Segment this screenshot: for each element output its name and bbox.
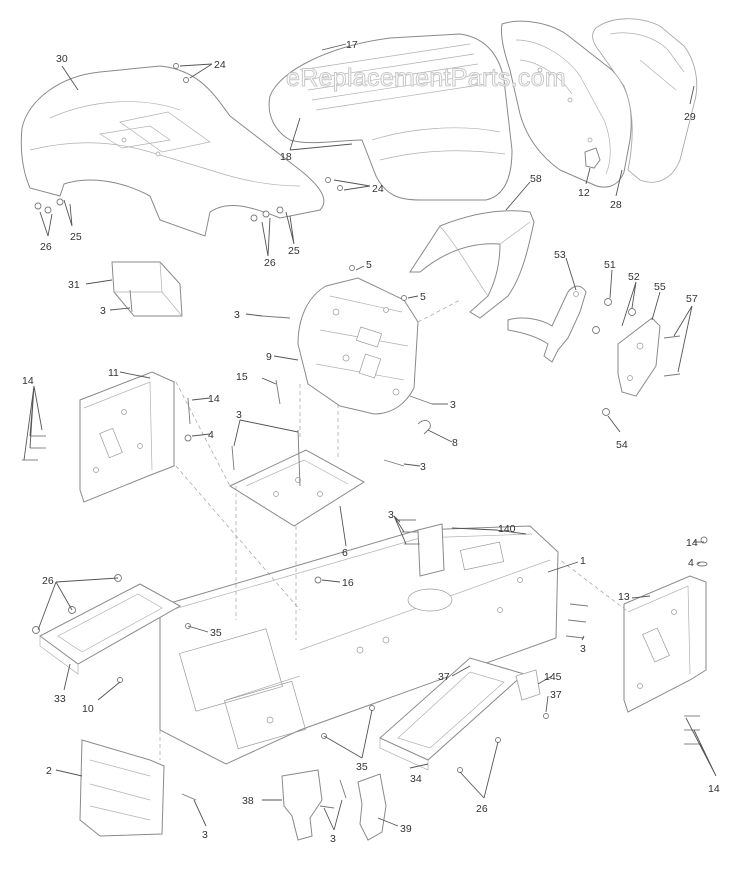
- part-right-panel-13: [623, 575, 707, 713]
- callout-24: 24: [372, 183, 384, 195]
- callout-3: 3: [234, 309, 240, 321]
- part-dash-panel-9: [297, 277, 419, 415]
- callout-33: 33: [54, 693, 66, 705]
- callout-31: 31: [68, 279, 80, 291]
- callout-37: 37: [438, 671, 450, 683]
- callout-15: 15: [236, 371, 248, 383]
- callout-26: 26: [42, 575, 54, 587]
- callout-labels: 30 24 17 18 24 29 12 28 26 25 26 25 58 5…: [22, 39, 720, 845]
- callout-5: 5: [420, 291, 426, 303]
- callout-4: 4: [208, 429, 214, 441]
- callout-14: 14: [208, 393, 220, 405]
- part-plate-140: [417, 523, 445, 577]
- part-hood-17: [268, 33, 513, 201]
- callout-13: 13: [618, 591, 630, 603]
- callout-35: 35: [356, 761, 368, 773]
- callout-1: 1: [580, 555, 586, 567]
- callout-28: 28: [610, 199, 622, 211]
- part-clip-12: [584, 147, 601, 169]
- callout-25: 25: [70, 231, 82, 243]
- callout-3: 3: [450, 399, 456, 411]
- callout-58: 58: [530, 173, 542, 185]
- callout-55: 55: [654, 281, 666, 293]
- part-bracket-39: [357, 773, 387, 841]
- assembly-lines: [159, 299, 627, 760]
- callout-14: 14: [22, 375, 34, 387]
- part-left-panel-11: [79, 371, 175, 503]
- part-fender-30: [20, 65, 325, 237]
- callout-10: 10: [82, 703, 94, 715]
- callout-5: 5: [366, 259, 372, 271]
- callout-30: 30: [56, 53, 68, 65]
- part-bracket-31: [111, 261, 183, 317]
- callout-3: 3: [100, 305, 106, 317]
- callout-3: 3: [420, 461, 426, 473]
- callout-38: 38: [242, 795, 254, 807]
- callout-8: 8: [452, 437, 458, 449]
- callout-3: 3: [388, 509, 394, 521]
- callout-6: 6: [342, 547, 348, 559]
- callout-37: 37: [550, 689, 562, 701]
- callout-51: 51: [604, 259, 616, 271]
- callout-140: 140: [498, 523, 516, 535]
- part-plate-55: [617, 317, 661, 397]
- callout-4: 4: [688, 557, 694, 569]
- callout-3: 3: [236, 409, 242, 421]
- callout-26: 26: [40, 241, 52, 253]
- part-footrest-34: [379, 657, 526, 771]
- callout-2: 2: [46, 765, 52, 777]
- callout-18: 18: [280, 151, 292, 163]
- callout-29: 29: [684, 111, 696, 123]
- callout-57: 57: [686, 293, 698, 305]
- part-frame-1: [159, 525, 559, 765]
- watermark: eReplacementParts.com: [286, 64, 566, 92]
- part-spacer-145: [515, 669, 541, 701]
- callout-3: 3: [202, 829, 208, 841]
- part-bracket-38: [281, 769, 323, 841]
- callout-39: 39: [400, 823, 412, 835]
- leader-lines: [23, 43, 717, 831]
- part-nose-29: [592, 18, 698, 183]
- callout-12: 12: [578, 187, 590, 199]
- callout-24: 24: [214, 59, 226, 71]
- callout-145: 145: [544, 671, 562, 683]
- callout-35: 35: [210, 627, 222, 639]
- part-grille-28: [501, 20, 632, 188]
- part-bracket-53: [507, 285, 587, 363]
- callout-17: 17: [346, 39, 358, 51]
- callout-11: 11: [108, 367, 119, 379]
- callout-26: 26: [264, 257, 276, 269]
- callout-34: 34: [410, 773, 422, 785]
- callout-3: 3: [330, 833, 336, 845]
- callout-16: 16: [342, 577, 354, 589]
- callout-53: 53: [554, 249, 566, 261]
- callout-14: 14: [708, 783, 720, 795]
- callout-14: 14: [686, 537, 698, 549]
- part-rear-plate-2: [79, 739, 165, 837]
- callout-26: 26: [476, 803, 488, 815]
- callout-54: 54: [616, 439, 628, 451]
- callout-9: 9: [266, 351, 272, 363]
- callout-25: 25: [288, 245, 300, 257]
- callout-52: 52: [628, 271, 640, 283]
- callout-3: 3: [580, 643, 586, 655]
- part-shield-58: [409, 210, 535, 319]
- part-footrest-33: [39, 583, 182, 675]
- part-plate-6: [228, 449, 365, 527]
